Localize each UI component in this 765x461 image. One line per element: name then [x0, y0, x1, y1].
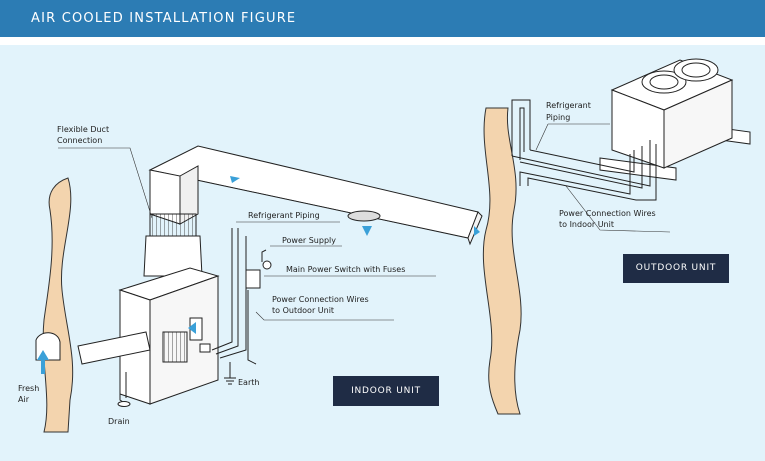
- label-power-wires-outdoor-2: to Indoor Unit: [559, 220, 614, 229]
- indoor-unit: [77, 267, 220, 405]
- drain-pipe: [117, 372, 131, 407]
- label-earth: Earth: [238, 378, 259, 387]
- earth-ground-icon: [224, 362, 236, 385]
- label-refrigerant-outdoor-2: Piping: [546, 113, 570, 122]
- main-switch-box: [245, 249, 272, 289]
- label-drain: Drain: [108, 417, 130, 426]
- middle-wall: [482, 107, 522, 415]
- outdoor-unit-badge: OUTDOOR UNIT: [623, 254, 729, 283]
- label-flexible-duct-1: Flexible Duct: [57, 125, 109, 134]
- label-main-switch: Main Power Switch with Fuses: [286, 265, 405, 274]
- label-air: Air: [18, 395, 30, 404]
- page-title: AIR COOLED INSTALLATION FIGURE: [31, 11, 297, 26]
- label-power-wires-outdoor-1: Power Connection Wires: [559, 209, 656, 218]
- outdoor-unit: [599, 58, 751, 181]
- fan-grille-icon: [673, 58, 719, 82]
- supply-duct: [143, 145, 483, 277]
- page-header: AIR COOLED INSTALLATION FIGURE: [0, 0, 765, 37]
- airflow-arrow-icon: [37, 176, 480, 374]
- left-wall: [42, 177, 74, 433]
- label-refrigerant-outdoor-1: Refrigerant: [546, 101, 591, 110]
- leader-lines: [58, 123, 671, 321]
- indoor-piping: [211, 228, 257, 365]
- label-power-wires-indoor-2: to Outdoor Unit: [272, 306, 334, 315]
- fan-grille-icon: [641, 70, 687, 94]
- label-fresh: Fresh: [18, 384, 39, 393]
- label-power-wires-indoor-1: Power Connection Wires: [272, 295, 369, 304]
- label-power-supply: Power Supply: [282, 236, 336, 245]
- indoor-unit-badge: INDOOR UNIT: [333, 376, 439, 406]
- label-refrigerant-indoor: Refrigerant Piping: [248, 211, 320, 220]
- label-flexible-duct-2: Connection: [57, 136, 102, 145]
- outdoor-piping: [511, 99, 657, 201]
